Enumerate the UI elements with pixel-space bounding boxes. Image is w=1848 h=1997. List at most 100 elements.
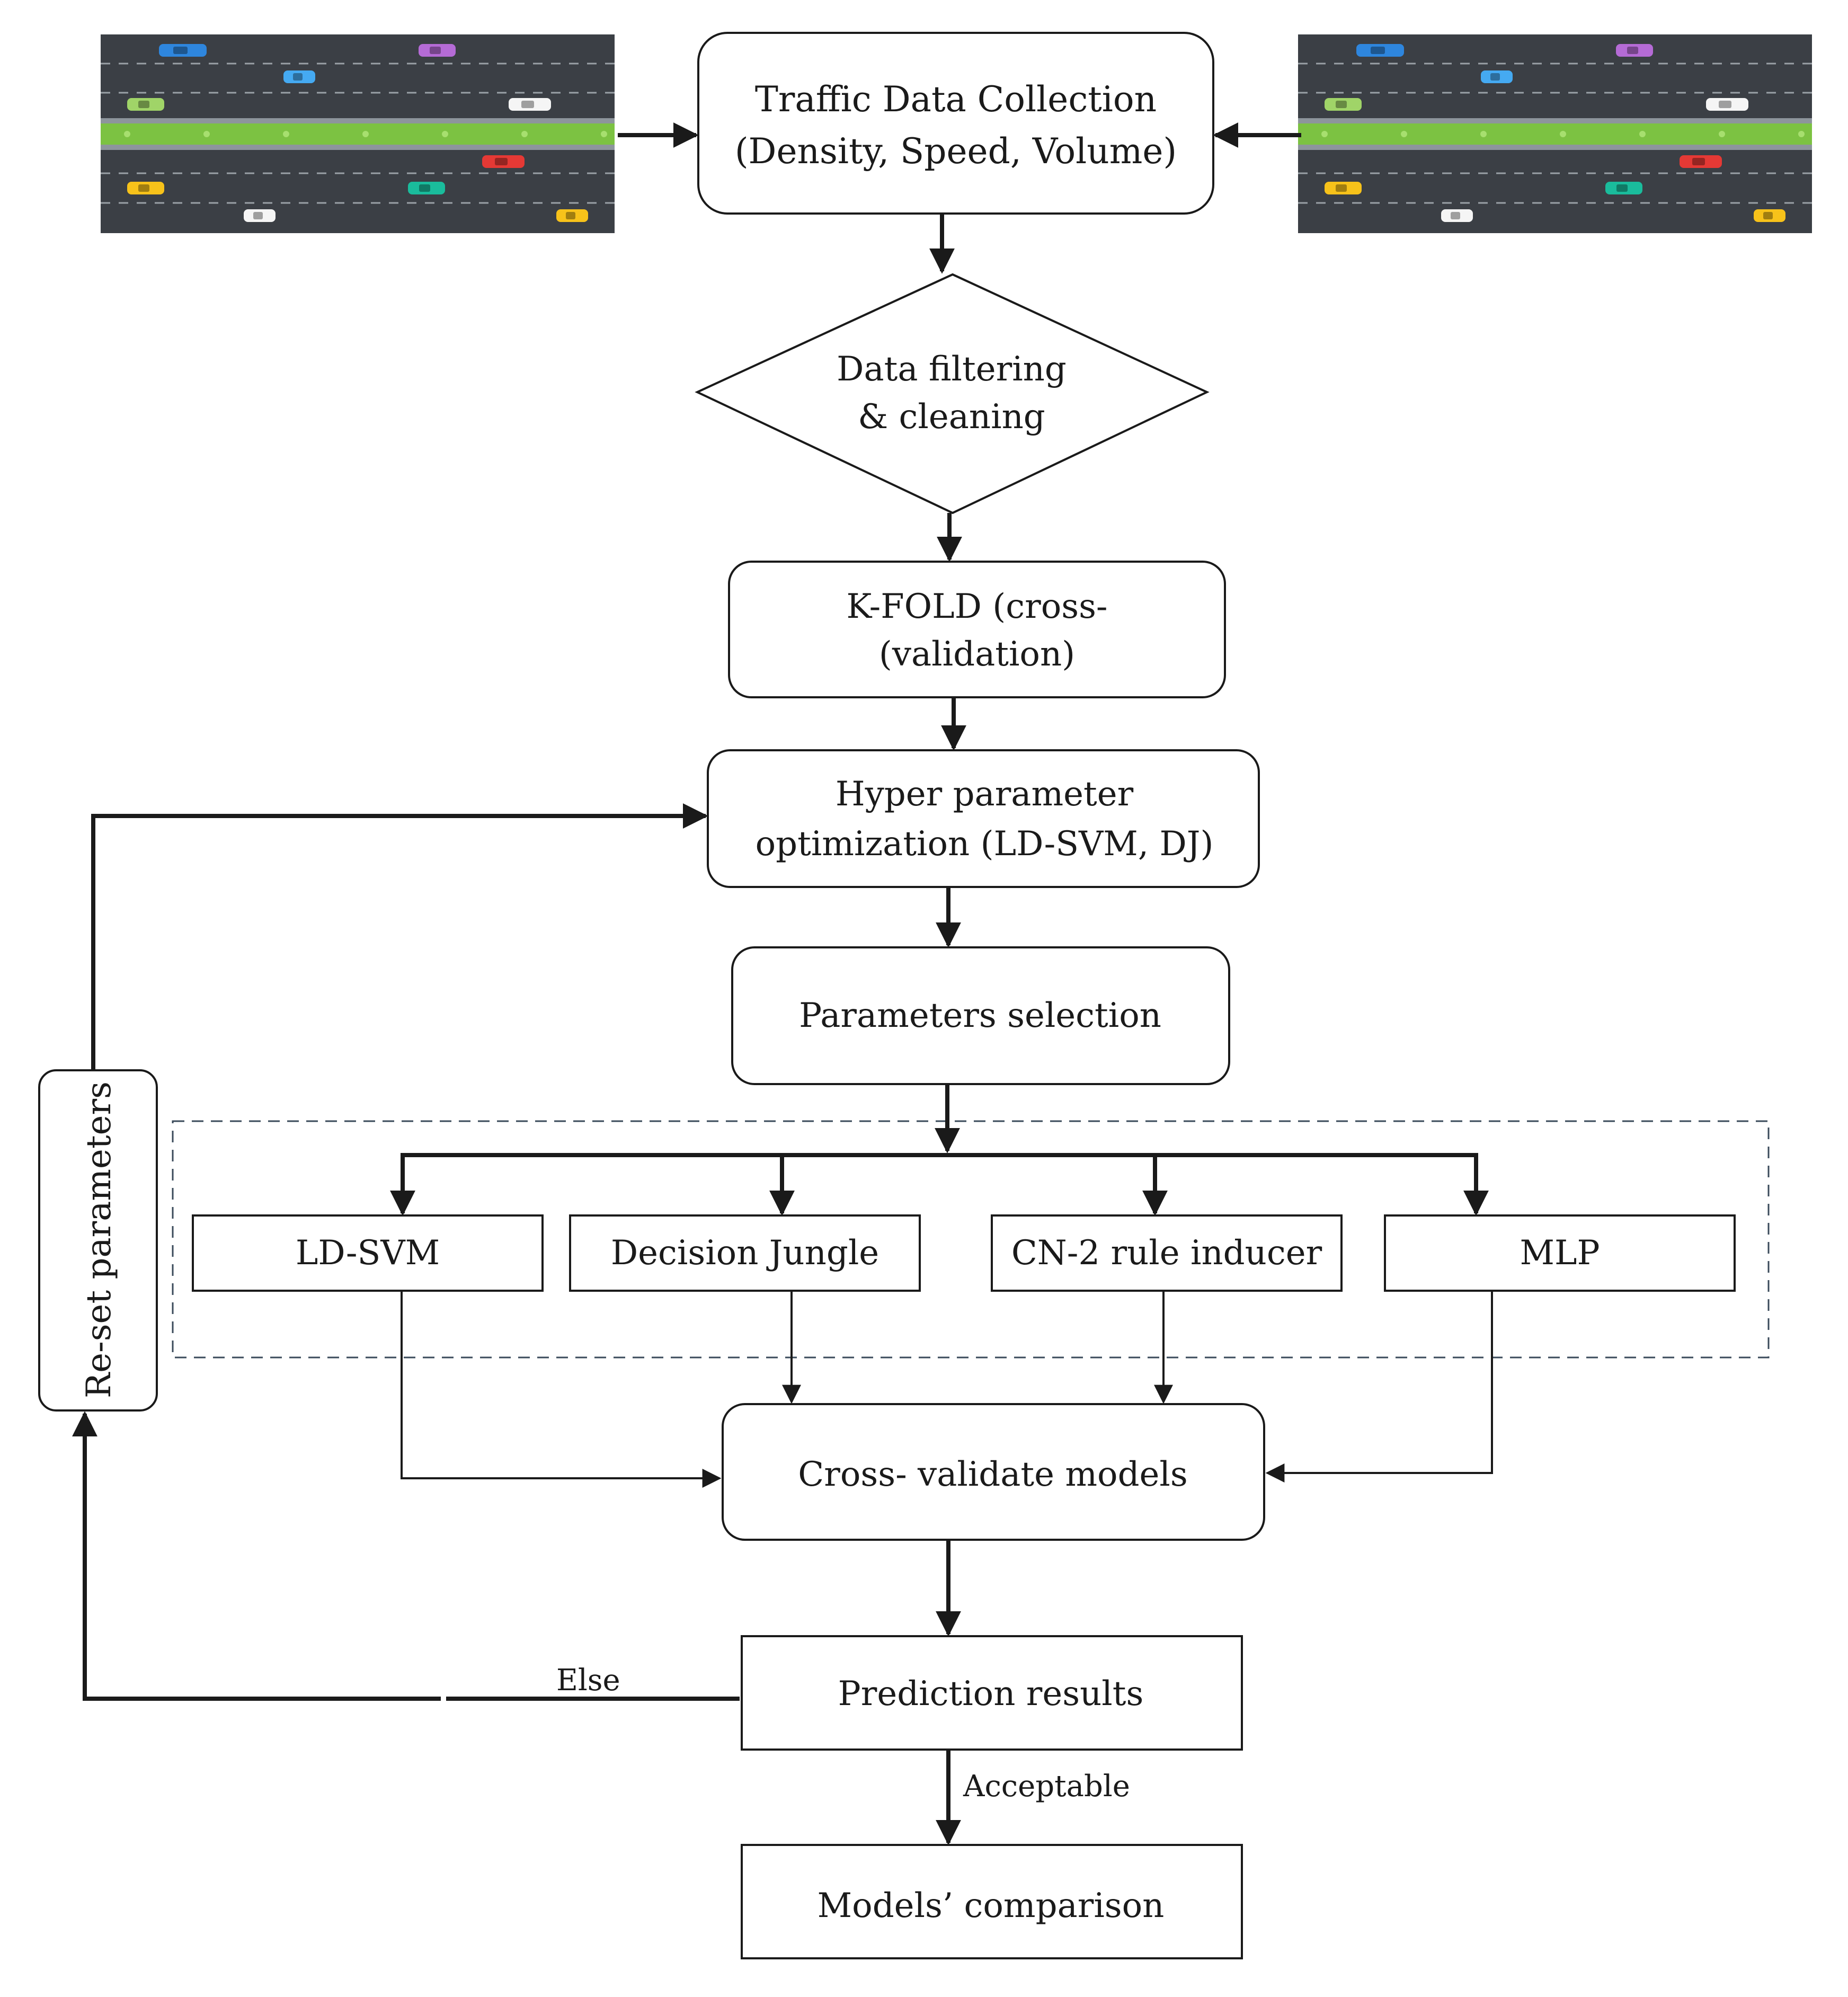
model-label-mlp: MLP: [1520, 1233, 1600, 1273]
median-shrub: [203, 131, 210, 137]
road-traffic-image-left: [101, 34, 615, 233]
car: [1441, 209, 1473, 222]
car-window: [1763, 212, 1773, 219]
car: [159, 44, 207, 57]
model-box-ld-svm: [192, 1214, 544, 1292]
car-window: [293, 73, 303, 81]
edge-label-else: Else: [556, 1663, 620, 1698]
car-window: [1371, 47, 1385, 54]
median-shrub: [1719, 131, 1725, 137]
median-shrub: [1560, 131, 1566, 137]
car-window: [1336, 101, 1347, 108]
traffic-data-collection-line2: (Density, Speed, Volume): [735, 131, 1177, 172]
car-window: [1336, 184, 1347, 192]
arrow-ld-svm-to-cross-validate: [401, 1291, 722, 1488]
kfold-line1: K-FOLD (cross-: [846, 587, 1107, 626]
car: [1754, 209, 1785, 222]
road-traffic-image-right: [1298, 34, 1812, 233]
car-window: [1692, 158, 1705, 165]
hyperparameter-line1: Hyper parameter: [836, 775, 1134, 814]
arrow-prediction-to-reset: [72, 1411, 740, 1701]
prediction-results-label: Prediction results: [838, 1674, 1144, 1714]
model-label-ld-svm: LD-SVM: [296, 1233, 440, 1273]
road-median: [101, 123, 615, 145]
car-window: [1627, 47, 1638, 54]
car: [482, 155, 525, 168]
car-window: [1451, 212, 1460, 219]
edge-label-acceptable: Acceptable: [963, 1769, 1130, 1804]
car: [1356, 44, 1404, 57]
median-shrub: [1639, 131, 1646, 137]
data-filtering-line1: Data filtering: [837, 350, 1067, 389]
kfold-box: [728, 561, 1226, 698]
car: [1605, 182, 1642, 194]
median-shrub: [442, 131, 448, 137]
kfold-line2: (validation): [879, 635, 1075, 674]
car: [419, 44, 456, 57]
cross-validate-models-label: Cross- validate models: [798, 1455, 1187, 1494]
car: [1325, 182, 1362, 194]
median-shrub: [601, 131, 607, 137]
car: [1481, 70, 1513, 83]
car: [1616, 44, 1653, 57]
road-median-edge: [101, 118, 615, 123]
hyperparameter-line2: optimization (LD-SVM, DJ): [756, 824, 1214, 864]
model-label-cn2-rule-inducer: CN-2 rule inducer: [1011, 1233, 1322, 1273]
car-window: [566, 212, 575, 219]
car: [408, 182, 445, 194]
car: [556, 209, 588, 222]
car: [127, 182, 164, 194]
median-shrub: [1798, 131, 1805, 137]
road-median-edge: [1298, 118, 1812, 123]
model-box-cn2-rule-inducer: [991, 1214, 1343, 1292]
road-median-edge: [101, 145, 615, 150]
car-window: [1616, 184, 1628, 192]
road-median: [1298, 123, 1812, 145]
hyperparameter-optimization-box: [707, 749, 1260, 888]
median-shrub: [521, 131, 528, 137]
traffic-data-collection-box: [697, 32, 1214, 215]
car: [1706, 98, 1748, 111]
car: [1325, 98, 1362, 111]
car-window: [138, 101, 149, 108]
car: [244, 209, 276, 222]
car-window: [1490, 73, 1500, 81]
model-box-mlp: [1384, 1214, 1736, 1292]
car-window: [138, 184, 149, 192]
data-filtering-line2: & cleaning: [858, 397, 1045, 437]
car-window: [521, 101, 534, 108]
models-comparison-label: Models’ comparison: [818, 1886, 1165, 1925]
car-window: [430, 47, 441, 54]
median-shrub: [283, 131, 289, 137]
car-window: [1719, 101, 1731, 108]
median-shrub: [362, 131, 369, 137]
median-shrub: [124, 131, 130, 137]
arrow-reset-to-hyperparameter: [91, 803, 708, 1069]
car-window: [495, 158, 508, 165]
data-filtering-diamond: [695, 273, 1210, 514]
median-shrub: [1401, 131, 1407, 137]
car: [509, 98, 551, 111]
car-window: [173, 47, 188, 54]
car: [283, 70, 315, 83]
parameters-selection-box: [731, 946, 1230, 1085]
models-comparison-box: [741, 1844, 1243, 1959]
model-box-decision-jungle: [569, 1214, 921, 1292]
else-line-gap: [441, 1693, 446, 1704]
car-window: [253, 212, 263, 219]
car: [1680, 155, 1722, 168]
median-shrub: [1321, 131, 1328, 137]
road-median-edge: [1298, 145, 1812, 150]
reset-parameters-box: [38, 1069, 158, 1412]
car: [127, 98, 164, 111]
parameters-selection-label: Parameters selection: [799, 996, 1161, 1035]
car-window: [419, 184, 430, 192]
traffic-data-collection-line1: Traffic Data Collection: [755, 79, 1157, 120]
cross-validate-models-box: [722, 1403, 1265, 1541]
arrow-mlp-to-cross-validate: [1265, 1291, 1493, 1483]
median-shrub: [1480, 131, 1487, 137]
model-label-decision-jungle: Decision Jungle: [611, 1233, 879, 1273]
prediction-results-box: [741, 1635, 1243, 1751]
reset-parameters-label: Re-set parameters: [79, 1081, 119, 1398]
